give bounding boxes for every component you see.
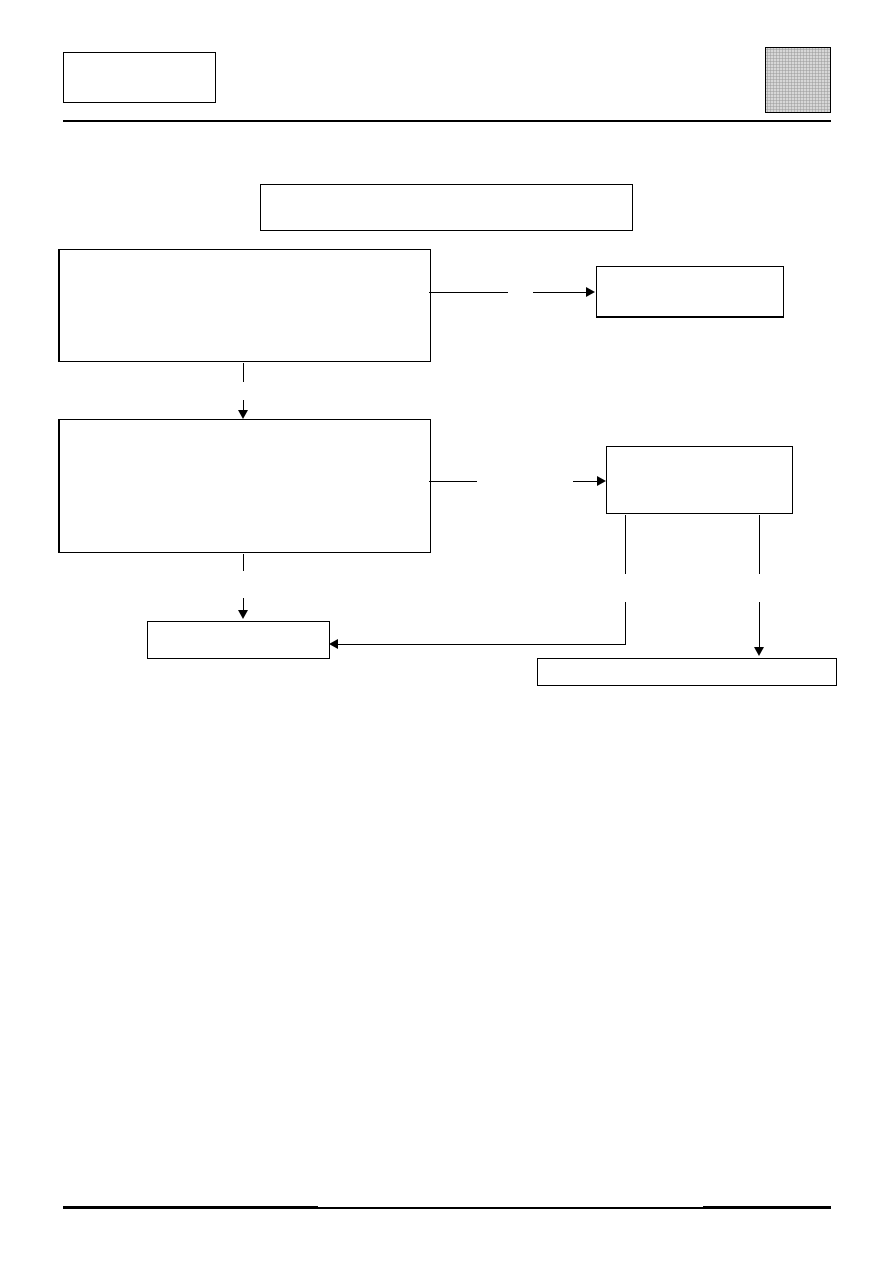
arrowhead-down-icon xyxy=(238,410,248,419)
result1-box xyxy=(596,266,784,318)
arrowhead-right-icon xyxy=(597,476,606,486)
connector-segment xyxy=(625,515,626,574)
connector-segment xyxy=(429,292,508,293)
footer-rule-accent-right xyxy=(703,1206,831,1207)
header-rule xyxy=(63,120,831,122)
footer-rule-accent-left xyxy=(63,1206,318,1207)
connector-segment xyxy=(573,481,598,482)
header-label-box xyxy=(63,52,216,103)
connector-segment xyxy=(759,515,760,574)
arrowhead-left-icon xyxy=(329,639,338,649)
flowchart-title-box xyxy=(260,184,633,231)
connector-segment xyxy=(243,363,244,382)
header-tab-marker xyxy=(765,47,831,113)
connector-segment xyxy=(243,554,244,571)
step2-box xyxy=(58,419,431,553)
connector-segment xyxy=(338,644,626,645)
connector-segment xyxy=(759,602,760,648)
connector-segment xyxy=(243,598,244,612)
connector-segment xyxy=(243,400,244,412)
end-right-box xyxy=(537,658,837,686)
step1-box xyxy=(58,249,431,362)
connector-segment xyxy=(533,292,588,293)
connector-segment xyxy=(429,481,477,482)
footer-rule xyxy=(63,1207,831,1209)
decision-box xyxy=(606,446,793,514)
connector-segment xyxy=(625,602,626,645)
arrowhead-down-icon xyxy=(754,647,764,656)
end-left-box xyxy=(147,621,330,659)
arrowhead-down-icon xyxy=(238,610,248,619)
arrowhead-right-icon xyxy=(586,287,595,297)
